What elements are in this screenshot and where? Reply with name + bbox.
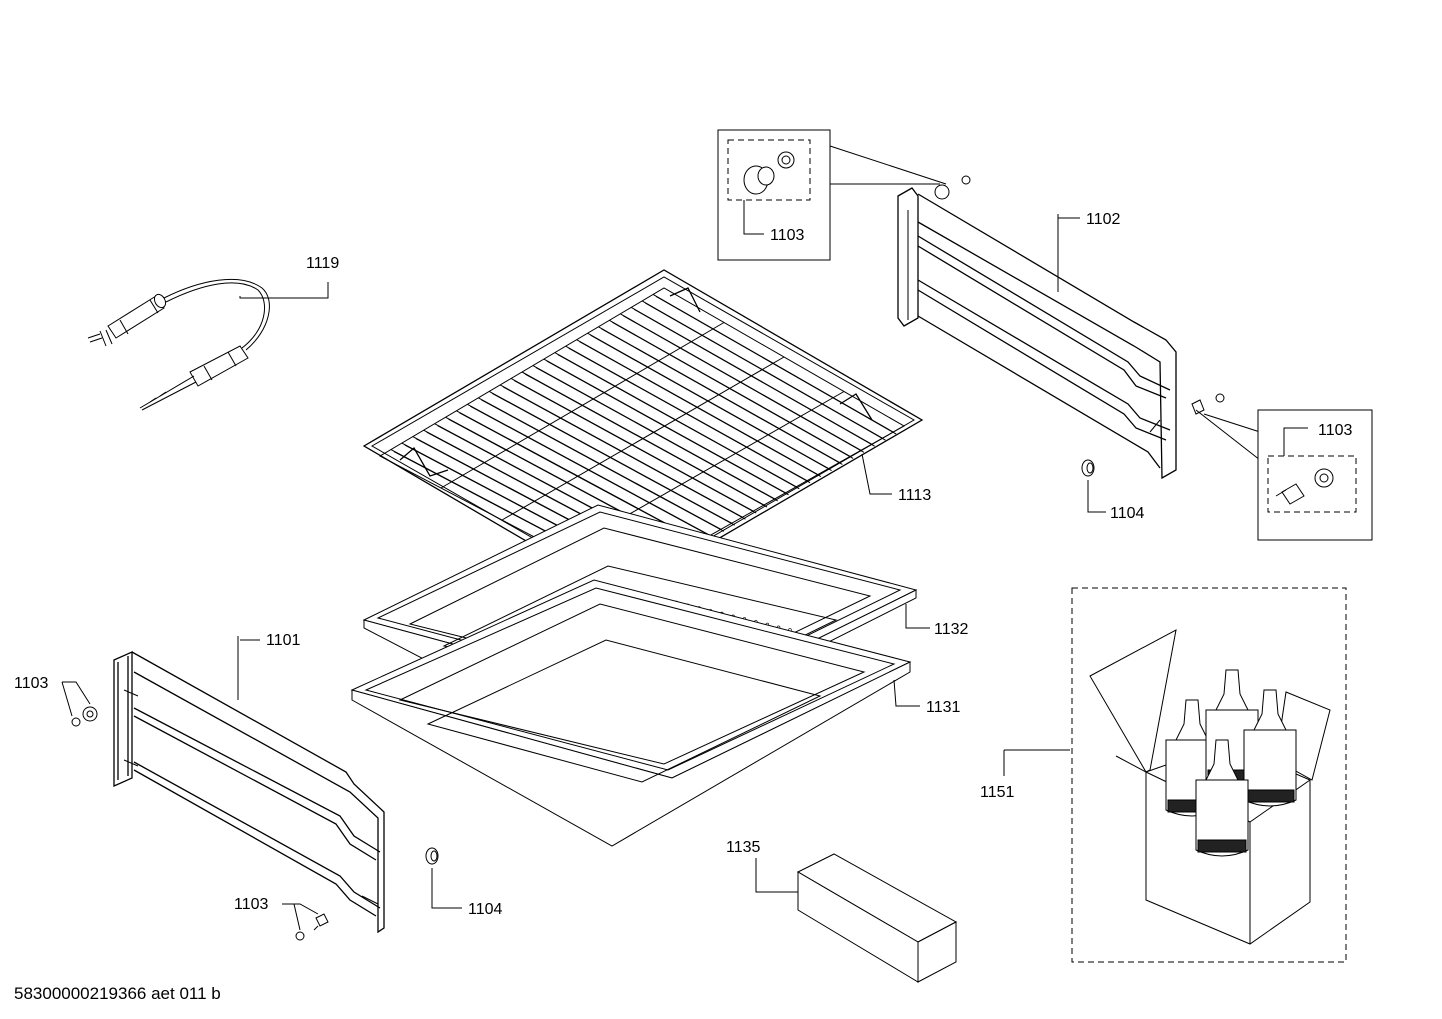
leader-1103-left-bottom-2 (293, 903, 301, 931)
leader-1119 (239, 282, 329, 299)
rack-cross-bar (440, 322, 725, 489)
rack-bar (623, 315, 865, 453)
rack-bar (481, 399, 725, 532)
rack-bar (470, 405, 714, 538)
leader-1131 (893, 679, 920, 707)
rack-bar (655, 296, 897, 435)
cleaning-kit[interactable] (1071, 587, 1347, 963)
leader-1113 (861, 453, 892, 495)
part-label-1103-left-top: 1103 (14, 675, 49, 692)
leader-1103-left-top-2 (61, 681, 73, 717)
rack-bar (546, 360, 789, 496)
rail-screw-bottom[interactable] (1191, 393, 1225, 415)
document-code: 58300000219366 aet 011 b (14, 984, 221, 1003)
detail-box-screw[interactable] (1257, 409, 1373, 541)
detail-box-knob[interactable] (717, 129, 831, 261)
rack-cross-bar (501, 356, 785, 521)
rack-bar (601, 328, 843, 465)
part-label-1113: 1113 (898, 487, 931, 504)
rack-bar (513, 380, 757, 514)
rail-knob-top[interactable] (934, 175, 971, 200)
part-label-1103-detail-right: 1103 (1318, 422, 1353, 439)
rack-bar (535, 367, 779, 502)
part-label-1103-left-bottom: 1103 (234, 896, 269, 913)
bottle (1243, 689, 1297, 807)
part-label-1131: 1131 (926, 699, 961, 716)
rack-bar (579, 341, 822, 478)
left-shelf-rail[interactable] (113, 650, 385, 934)
rack-bar (644, 302, 886, 441)
rack-bar (612, 321, 854, 459)
part-label-1104-left: 1104 (468, 901, 503, 918)
rack-bar (557, 354, 800, 490)
detail-line-right-1 (1195, 409, 1261, 461)
baking-tray[interactable] (350, 579, 912, 847)
rack-bar (524, 373, 768, 508)
detail-line-right-2 (1203, 413, 1261, 433)
rack-bar (633, 308, 875, 447)
rack-bar (568, 347, 811, 484)
block[interactable] (796, 853, 958, 983)
bottle (1195, 739, 1249, 857)
part-label-1104-right: 1104 (1110, 505, 1145, 522)
left-fastener-top[interactable] (71, 706, 98, 727)
left-fastener-bottom[interactable] (295, 913, 329, 941)
rack-bar (491, 392, 735, 526)
cleaning-bottles (1165, 669, 1297, 857)
part-label-1103-detail-top: 1103 (770, 227, 805, 244)
nut-right[interactable] (1081, 459, 1095, 477)
part-label-1132: 1132 (934, 621, 969, 638)
rack-bar (590, 334, 832, 471)
leader-1103-left-bottom (282, 903, 319, 915)
part-label-1135: 1135 (726, 839, 761, 856)
leader-1104-left (431, 868, 462, 909)
leader-1104-right (1087, 480, 1106, 513)
leader-1103-left-top (62, 681, 91, 705)
leader-1132 (905, 604, 930, 629)
nut-left[interactable] (425, 847, 439, 865)
part-label-1119: 1119 (306, 255, 339, 272)
part-label-1151: 1151 (980, 784, 1015, 801)
right-shelf-rail[interactable] (897, 187, 1177, 480)
leader-1135 (755, 858, 798, 893)
rack-bar (502, 386, 746, 520)
part-label-1101: 1101 (266, 632, 301, 649)
part-label-1102: 1102 (1086, 211, 1121, 228)
temperature-probe[interactable] (87, 278, 270, 411)
detail-line-top-1 (829, 145, 947, 185)
